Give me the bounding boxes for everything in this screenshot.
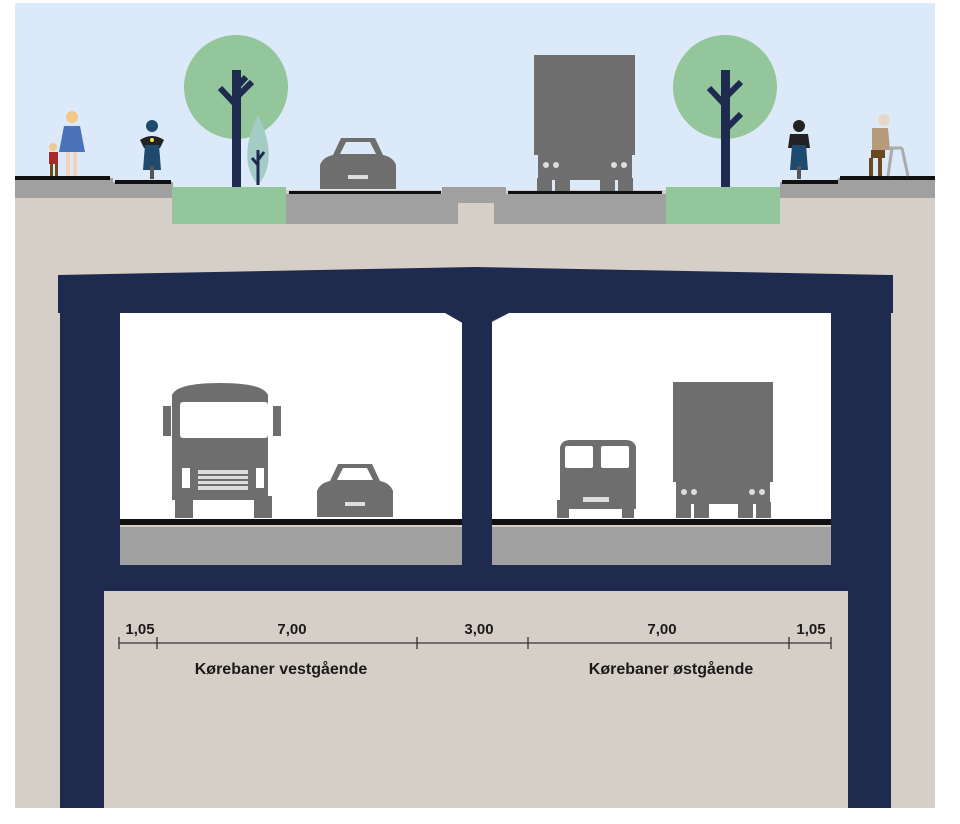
planter-right <box>666 187 780 224</box>
tree-icon <box>184 35 288 187</box>
tunnel-bore-west <box>120 313 462 565</box>
dimension-label: 7,00 <box>277 621 307 638</box>
truck-front-icon <box>163 383 281 518</box>
dimension-label: 3,00 <box>464 621 494 638</box>
cyclist-icon <box>788 120 810 179</box>
truck-rear-icon <box>673 382 773 518</box>
surface-street <box>15 176 935 224</box>
tree-icon <box>673 35 777 187</box>
dimension-label: 7,00 <box>647 621 677 638</box>
dimension-label: 1,05 <box>796 621 826 638</box>
elderly-pedestrian-icon <box>869 114 910 177</box>
lane-label-east: Kørebaner østgående <box>588 661 754 678</box>
truck-icon <box>534 55 635 191</box>
car-icon <box>320 138 396 189</box>
pedestrian-family-icon <box>49 111 85 176</box>
lower-ground <box>104 591 848 808</box>
median <box>442 187 506 203</box>
sky <box>15 3 935 193</box>
planter-left <box>172 187 286 224</box>
dimension-line <box>118 637 832 649</box>
van-icon <box>557 440 636 518</box>
car-icon <box>317 464 393 517</box>
lane-label-west: Kørebaner vestgående <box>194 661 368 678</box>
cyclist-icon <box>140 120 164 179</box>
tunnel-bore-east <box>492 313 831 565</box>
dimension-label: 1,05 <box>125 621 155 638</box>
